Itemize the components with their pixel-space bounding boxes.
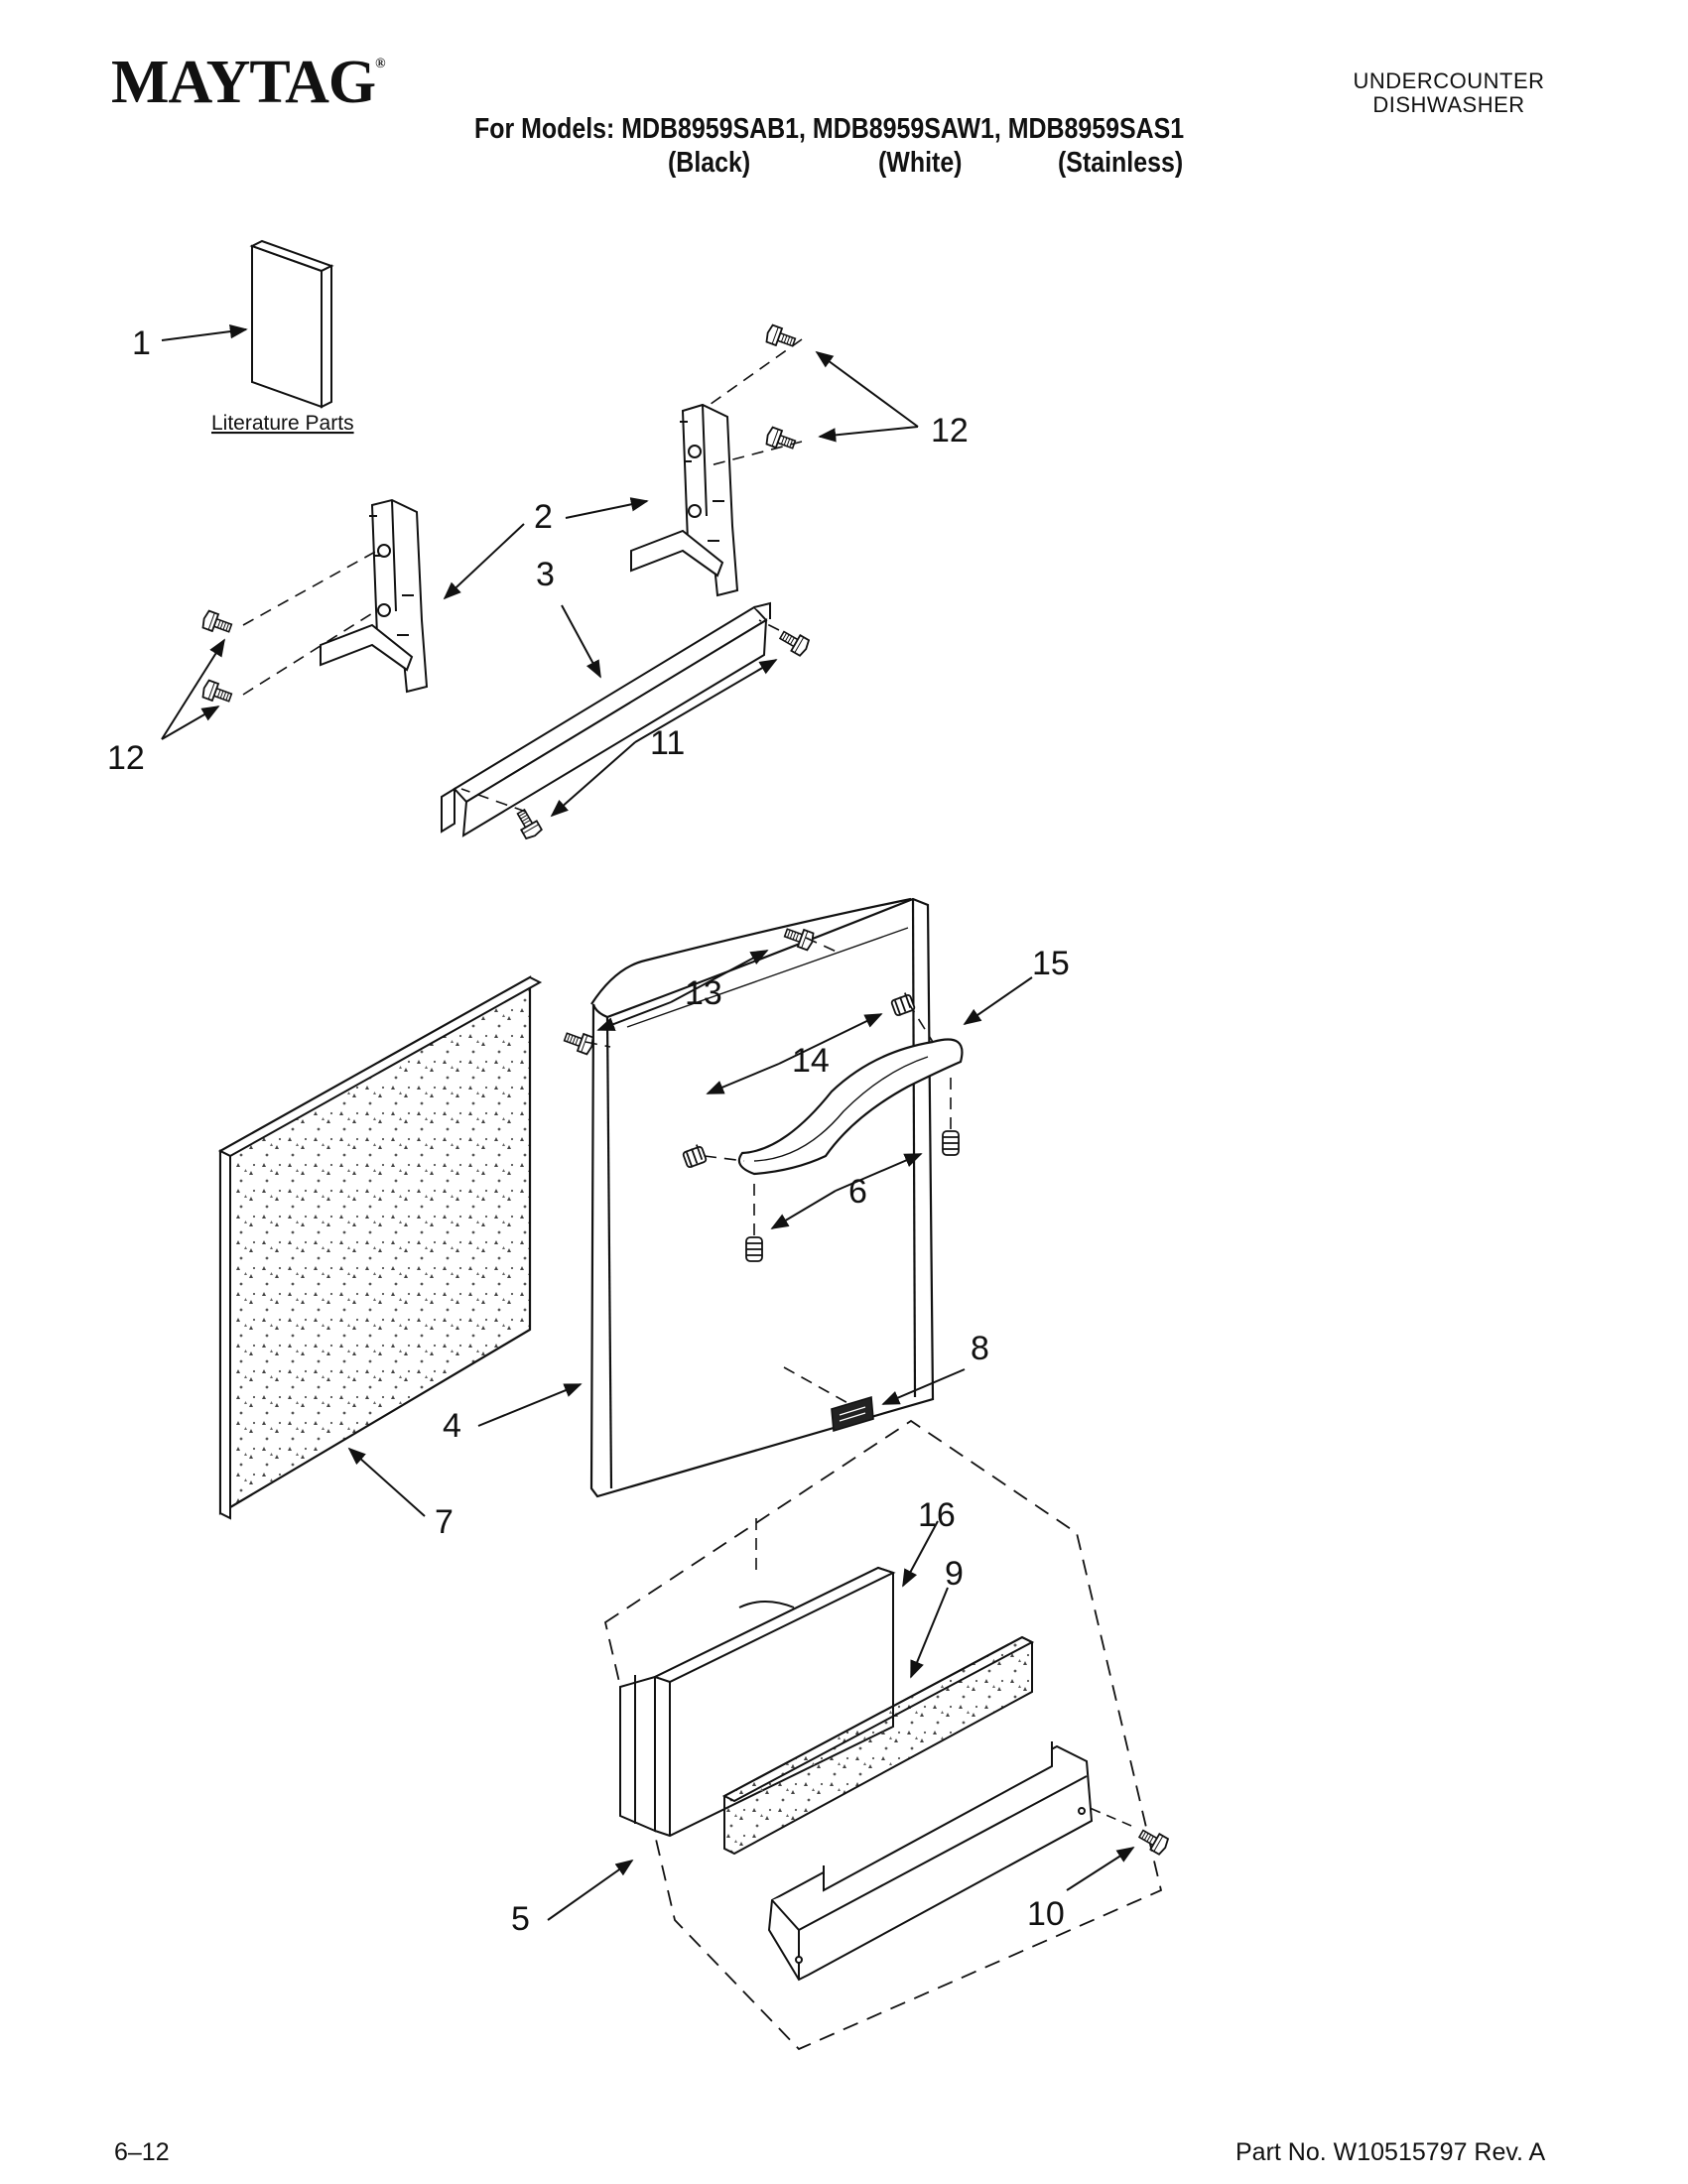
control-panel-bracket <box>767 1741 1094 1982</box>
door-handle <box>737 1038 964 1176</box>
callout-13: 13 <box>685 974 722 1012</box>
right-mounting-bracket <box>630 403 739 597</box>
door-insulation <box>217 975 543 1520</box>
callout-8: 8 <box>971 1330 989 1367</box>
appliance-type: UNDERCOUNTER DISHWASHER <box>1330 69 1568 117</box>
callout-12-upper: 12 <box>931 412 969 450</box>
color-stainless: (Stainless) <box>1058 147 1184 179</box>
console-cover <box>619 1566 896 1838</box>
bracket-screw-left-upper <box>199 609 234 638</box>
callout-11: 11 <box>650 724 685 762</box>
callout-7: 7 <box>435 1503 454 1541</box>
callout-2: 2 <box>534 498 553 536</box>
control-panel-assembly-outline <box>603 1419 1163 2051</box>
leader-lines <box>161 323 1135 1921</box>
handle-screw-right <box>942 1130 960 1156</box>
color-black: (Black) <box>668 147 751 179</box>
callout-15: 15 <box>1032 945 1070 982</box>
alignment-lines-upper <box>242 338 803 813</box>
rail-screw-right <box>776 626 812 658</box>
bracket-screw-right-lower <box>763 426 798 454</box>
console-insulation <box>721 1635 1035 1856</box>
panel-support-rail <box>441 601 771 837</box>
alignment-lines-door <box>584 937 952 1406</box>
callout-10: 10 <box>1027 1895 1065 1933</box>
handle-spacer-lower <box>682 1144 708 1168</box>
color-white: (White) <box>878 147 963 179</box>
handle-screw-left <box>745 1236 763 1262</box>
appliance-line-1: UNDERCOUNTER <box>1353 68 1545 93</box>
bracket-screw-right-upper <box>763 323 798 352</box>
logo-badge <box>831 1395 874 1433</box>
callout-6: 6 <box>848 1173 867 1211</box>
callout-16: 16 <box>918 1496 956 1534</box>
bracket-screw-left-lower <box>199 679 234 707</box>
revision-date: 6–12 <box>114 2138 170 2166</box>
door-screw-lower <box>562 1027 596 1056</box>
alignment-line-bottom-screw <box>1089 1807 1132 1827</box>
callout-12-lower: 12 <box>107 739 145 777</box>
rail-screw-left <box>512 806 544 841</box>
callout-4: 4 <box>443 1407 461 1445</box>
callout-14: 14 <box>792 1042 830 1080</box>
appliance-line-2: DISHWASHER <box>1372 92 1525 117</box>
left-mounting-bracket <box>320 498 429 694</box>
handle-spacer-upper <box>890 992 916 1016</box>
brand-logo: MAYTAG® <box>111 49 386 116</box>
part-number: Part No. W10515797 Rev. A <box>1235 2138 1546 2166</box>
bracket-screw-bottom <box>1135 1825 1171 1857</box>
models-line: For Models: MDB8959SAB1, MDB8959SAW1, MD… <box>474 113 1185 145</box>
callout-1: 1 <box>132 324 151 362</box>
literature-parts-label: Literature Parts <box>211 412 354 435</box>
literature-booklet <box>249 239 334 409</box>
brand-name: MAYTAG <box>111 49 376 116</box>
registered-mark: ® <box>375 57 386 71</box>
callout-3: 3 <box>536 556 555 593</box>
callout-5: 5 <box>511 1900 530 1938</box>
door-panel <box>589 897 935 1498</box>
callout-9: 9 <box>945 1555 964 1593</box>
